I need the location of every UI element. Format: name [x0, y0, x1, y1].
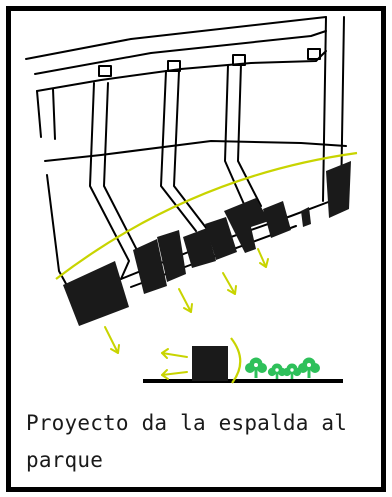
left-edge-street: [36, 90, 42, 138]
street-block-1: [98, 65, 112, 77]
direction-arrows: [104, 248, 269, 354]
tree-icon: [282, 363, 302, 379]
direction-arrow: [161, 348, 188, 359]
upper-street-south-edge: [36, 50, 327, 92]
diagonal-street-1b: [103, 82, 141, 257]
building-block: [183, 228, 216, 268]
diagonal-street-1: [89, 82, 130, 280]
tree-icon: [298, 357, 320, 378]
left-edge-street-2: [52, 88, 56, 140]
diagonal-street-3: [224, 64, 248, 212]
building-block: [63, 261, 129, 326]
tree-icon: [267, 363, 287, 379]
site-diagram: [25, 16, 358, 384]
upper-street-north-edge: [34, 30, 327, 75]
section-arrows: [161, 348, 188, 380]
buildings: [63, 161, 351, 326]
figure-caption: Proyecto da la espalda al parque: [26, 411, 348, 472]
sun-path-arc: [55, 151, 358, 280]
diagonal-street-3b: [237, 63, 262, 207]
building-block: [263, 201, 291, 238]
building-block: [326, 161, 351, 218]
street-block-3: [232, 54, 246, 66]
street-block-4: [307, 48, 321, 60]
figure-frame: Proyecto da la espalda al parque: [6, 6, 386, 492]
direction-arrow: [178, 288, 193, 313]
sun-arc-section: [230, 337, 242, 384]
section-building: [192, 346, 228, 381]
tree-icon: [245, 357, 267, 378]
direction-arrow: [161, 369, 188, 380]
direction-arrow: [257, 248, 269, 268]
direction-arrow: [104, 326, 120, 354]
building-block: [205, 217, 237, 260]
diagonal-street-2b: [173, 70, 208, 230]
direction-arrow: [222, 272, 237, 295]
lower-street-top: [44, 140, 347, 162]
building-block: [157, 230, 186, 282]
top-boundary-line: [25, 16, 327, 60]
diagonal-street-2: [160, 70, 197, 232]
trees: [245, 357, 320, 379]
building-block: [133, 239, 167, 294]
building-block: [301, 207, 311, 227]
street-block-2: [167, 60, 181, 72]
right-edge-street: [322, 16, 327, 202]
building-block: [224, 198, 269, 253]
